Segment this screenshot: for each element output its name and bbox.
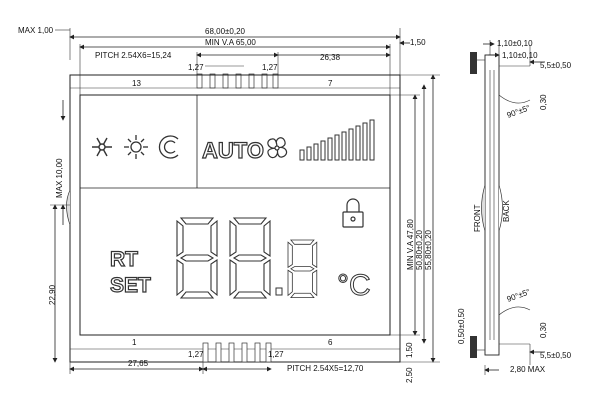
top-pins [196, 73, 279, 89]
side-view [470, 40, 531, 375]
side-dim-top-3: 5,5±0,50 [540, 61, 572, 70]
side-dim-bottom-3: 5,5±0,50 [540, 351, 572, 360]
side-dim-030-top: 0,30 [539, 94, 548, 110]
bottom-gap-1-label: 1,50 [405, 342, 414, 358]
side-back-label: BACK [502, 200, 511, 222]
height-2-label: 55,80±0,20 [424, 229, 433, 270]
decimal-point [275, 287, 283, 296]
height-1-label: 50,80±0,20 [415, 229, 424, 270]
digit-3 [287, 239, 318, 298]
pin-bottom-left-label: 1 [132, 338, 137, 347]
side-dim-050: 0,50±0,50 [457, 308, 466, 344]
rt-label: RT [110, 248, 138, 271]
pin-pitch-b-label: 1,27 [262, 63, 278, 72]
sun-icon [124, 135, 148, 159]
pin-top-left-label: 13 [132, 79, 141, 88]
bottom-pin-a-label: 1,27 [188, 350, 204, 359]
set-label: SET [110, 274, 151, 297]
pitch-top-label: PITCH 2.54X6=15,24 [95, 51, 172, 60]
pitch-bottom-label: PITCH 2.54X5=12,70 [287, 364, 364, 373]
digit-1 [176, 217, 218, 299]
view-area-outline [79, 94, 391, 336]
side-max-bottom: 2,80 MAX [510, 365, 546, 374]
left-height-label: 22,90 [48, 284, 57, 305]
pin-top-right-label: 7 [328, 79, 333, 88]
pin-pitch-a-label: 1,27 [188, 63, 204, 72]
celsius-unit: °C [337, 269, 371, 302]
bottom-pins [202, 342, 272, 363]
side-dim-top-2: 1,10±0,10 [502, 51, 538, 60]
digit-2 [229, 217, 271, 299]
va-height-label: MIN V.A 47,80 [406, 219, 415, 270]
side-dim-030-bottom: 0,30 [539, 322, 548, 338]
max-top-label: MAX 1,00 [18, 26, 54, 35]
max-left-label: MAX 10,00 [55, 158, 64, 198]
overall-width-label: 68,00±0,20 [205, 27, 246, 36]
offset-bottom-label: 27,65 [128, 359, 149, 368]
side-front-label: FRONT [473, 204, 482, 232]
right-gap-label: 1,50 [410, 38, 426, 47]
dry-mode-icon [158, 135, 179, 159]
offset-top-label: 26,38 [320, 53, 341, 62]
fan-icon [267, 137, 288, 159]
snowflake-icon [92, 137, 112, 157]
bottom-pin-b-label: 1,27 [268, 350, 284, 359]
side-angle-top: 90°±5° [506, 103, 532, 120]
view-area-width-label: MIN V.A 65,00 [205, 38, 256, 47]
bottom-gap-2-label: 2,50 [405, 367, 414, 383]
fan-speed-bars [299, 119, 375, 161]
side-dim-top-1: 1,10±0,10 [497, 39, 533, 48]
auto-label: AUTO [202, 138, 264, 163]
pin-bottom-right-label: 6 [328, 338, 333, 347]
side-angle-bottom: 90°±5° [506, 287, 532, 304]
lock-icon [342, 198, 364, 228]
